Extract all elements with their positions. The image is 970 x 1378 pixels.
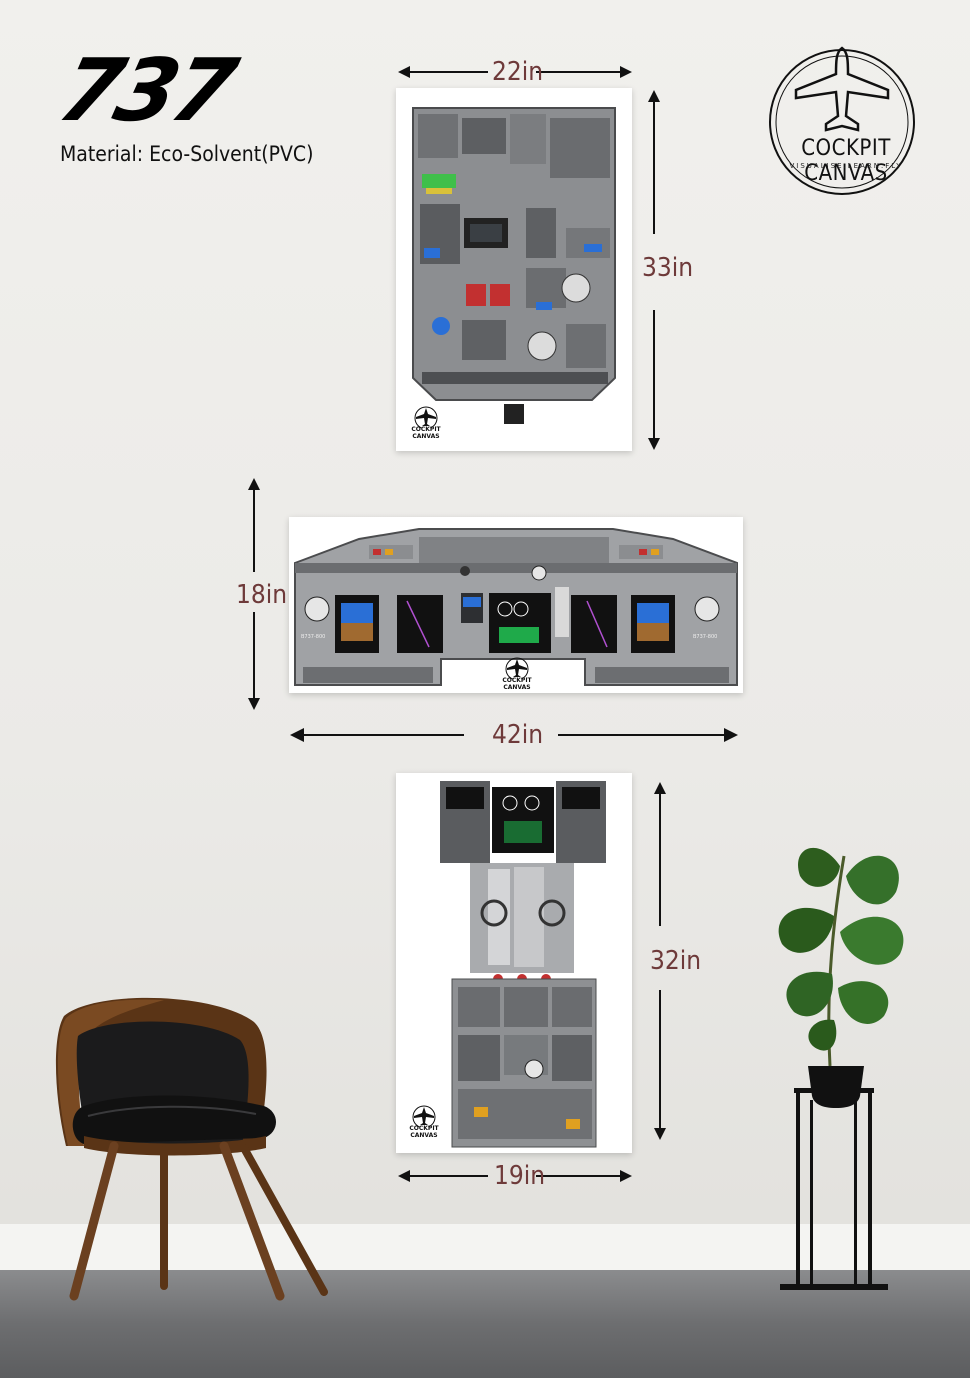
lounge-chair [55,997,328,1301]
main-panel-artwork [294,528,738,686]
pedestal-width-label: 19in [494,1161,546,1191]
pedestal-width-arrow [398,1170,632,1182]
main-width-label: 42in [492,720,544,750]
overhead-height-arrow [648,90,660,450]
main-panel-poster: B737-800 B737-800 COCKPIT CANVAS [289,517,743,693]
logo-name: COCKPIT CANVAS [801,136,891,186]
potted-plant [778,847,904,1290]
material-label: Material: Eco-Solvent(PVC) [60,142,314,166]
main-plate-left: B737-800 [301,634,326,640]
airplane-icon [794,46,890,132]
airplane-icon [414,406,438,430]
overhead-panel-poster: COCKPIT CANVAS [396,88,632,451]
overhead-poster-logo-text: COCKPIT CANVAS [411,426,441,440]
pedestal-height-label: 32in [650,946,702,976]
pedestal-artwork [440,781,606,1148]
pedestal-poster: COCKPIT CANVAS [396,773,632,1153]
main-height-label: 18in [236,580,288,610]
logo-circle [769,46,915,195]
model-title: 737 [49,41,242,141]
overhead-height-label: 33in [642,253,694,283]
main-height-arrow [248,478,260,710]
main-plate-right: B737-800 [693,634,718,640]
overhead-panel-artwork [412,107,616,424]
cockpit-canvas-logo: COCKPIT CANVAS VISUALISE.LEARN.FLY [766,44,915,200]
logo-tagline: VISUALISE.LEARN.FLY [789,162,903,170]
main-poster-logo: COCKPIT CANVAS [491,655,543,695]
overhead-width-arrow [398,66,632,78]
overhead-poster-logo: COCKPIT CANVAS [400,404,452,444]
main-width-arrow [290,728,738,742]
main-poster-logo-text: COCKPIT CANVAS [502,677,532,691]
pedestal-poster-logo: COCKPIT CANVAS [398,1103,450,1143]
pedestal-poster-logo-text: COCKPIT CANVAS [409,1125,439,1139]
overhead-width-label: 22in [492,57,544,87]
airplane-icon [505,657,529,681]
pedestal-height-arrow [654,782,666,1140]
airplane-icon [412,1105,436,1129]
